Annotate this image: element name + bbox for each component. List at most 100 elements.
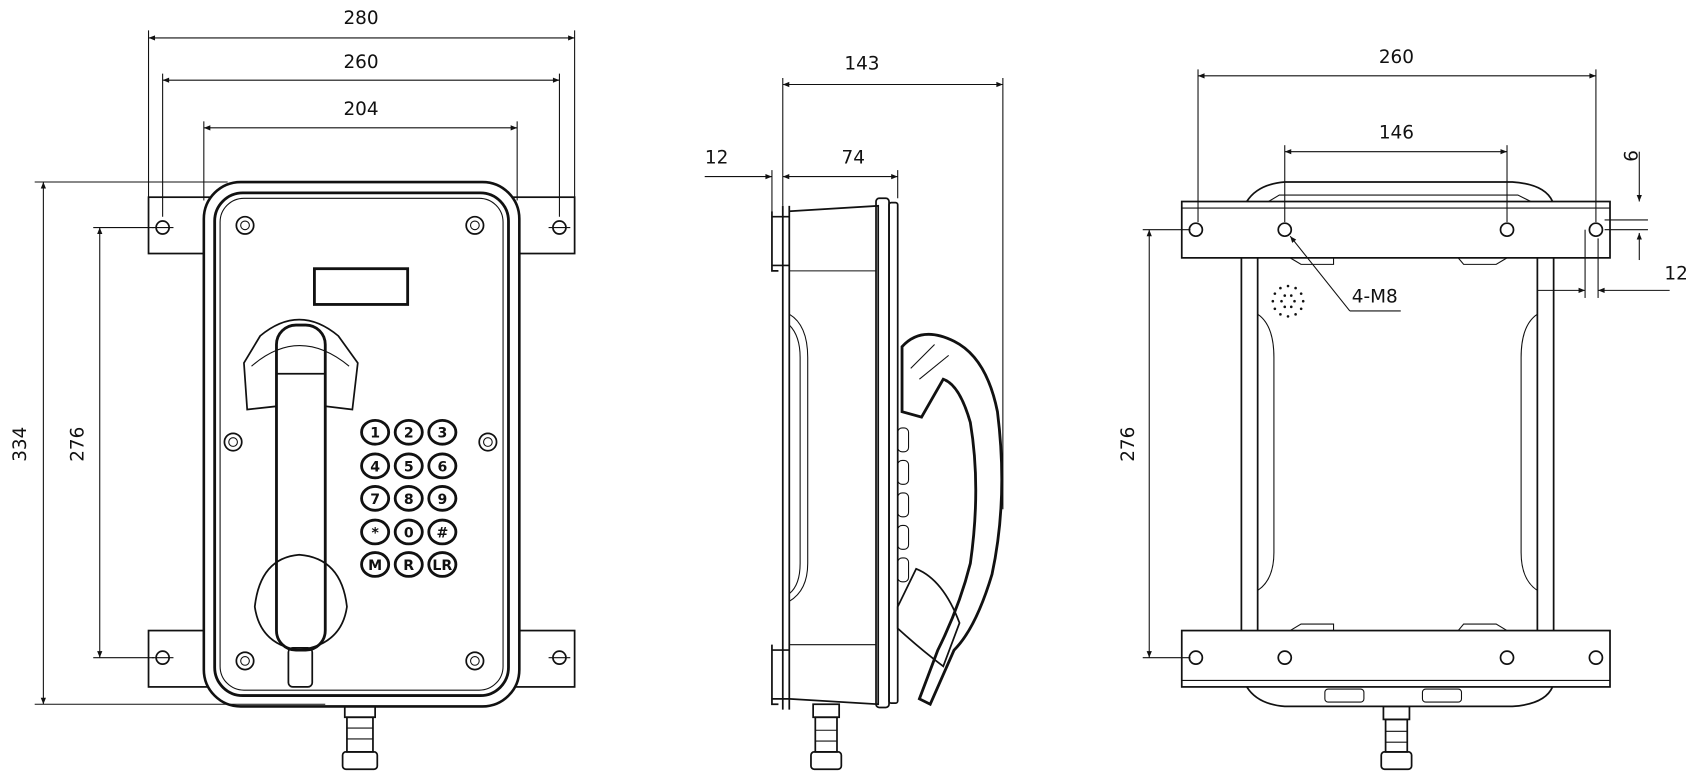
speaker-hole xyxy=(1294,313,1297,316)
screw-icon xyxy=(235,651,255,671)
keypad-key-4: 4 xyxy=(360,452,391,480)
keypad-key-label: 1 xyxy=(370,426,380,442)
speaker-hole xyxy=(1271,299,1275,303)
keypad-key-LR: LR xyxy=(427,551,458,578)
keypad-key-label: 3 xyxy=(437,426,447,442)
keypad-key-M: M xyxy=(360,551,391,578)
dimension-label: 146 xyxy=(1379,123,1414,144)
screw-icon xyxy=(465,651,485,671)
dimension-260: 260 xyxy=(162,52,560,217)
keypad-key-R: R xyxy=(393,551,424,578)
dimension-label: 260 xyxy=(343,52,378,73)
speaker-hole xyxy=(1279,313,1282,316)
keypad-key-5: 5 xyxy=(393,452,424,480)
keypad-key-label: R xyxy=(403,558,414,574)
handset xyxy=(243,318,359,688)
front-panel xyxy=(202,180,521,708)
rear-top-bracket xyxy=(1180,200,1611,259)
dimension-280: 280 xyxy=(147,8,576,198)
keypad-key-label: 7 xyxy=(370,492,380,508)
speaker-hole xyxy=(1286,315,1290,318)
keypad-key-2: 2 xyxy=(393,418,424,446)
keypad-key-label: M xyxy=(368,558,382,574)
dimension-334: 334 xyxy=(10,181,326,705)
keypad-key-label: 6 xyxy=(437,459,447,475)
speaker-hole xyxy=(1273,307,1277,311)
dimension-label: 276 xyxy=(1118,427,1139,462)
speaker-hole xyxy=(1289,294,1293,297)
rear-body xyxy=(1240,181,1555,708)
dimension-276: 276 xyxy=(67,226,154,659)
keypad: 1 2 3 4 5 6 7 8 9 * 0 # M R LR xyxy=(360,418,458,578)
screw-icon xyxy=(478,432,498,452)
keypad-key-7: 7 xyxy=(360,485,391,512)
hole-callout: 4-M8 xyxy=(1289,235,1401,312)
dimension-143: 143 xyxy=(782,53,1004,510)
keypad-key-1: 1 xyxy=(360,418,391,446)
keypad-key-label: 0 xyxy=(404,525,414,541)
screw-icon xyxy=(223,432,243,452)
speaker-hole xyxy=(1286,284,1290,288)
keypad-key-label: LR xyxy=(432,558,452,574)
keypad-key-label: 8 xyxy=(404,492,414,508)
dimension-label: 260 xyxy=(1379,47,1414,68)
rear-cable-gland xyxy=(1380,705,1413,771)
dimension-label: 12 xyxy=(705,148,728,169)
speaker-hole xyxy=(1273,292,1277,295)
speaker-grille-icon xyxy=(1271,284,1305,318)
side-cable-gland xyxy=(810,703,843,771)
keypad-key-label: # xyxy=(436,525,448,541)
dimension-label: 9 xyxy=(1619,150,1640,162)
panel-screws xyxy=(223,215,498,671)
dimension-74: 74 xyxy=(782,148,899,199)
side-view: 143 74 12 xyxy=(704,53,1004,771)
speaker-hole xyxy=(1280,299,1283,303)
speaker-hole xyxy=(1299,292,1303,295)
keypad-key-label: 4 xyxy=(370,459,380,475)
keypad-key-6: 6 xyxy=(427,452,458,480)
dimension-label: 143 xyxy=(844,53,879,74)
display-window xyxy=(313,267,410,306)
front-view: 1 2 3 4 5 6 7 8 9 * 0 # M R LR 280 260 204 334 xyxy=(10,8,576,771)
rear-bottom-bracket xyxy=(1180,629,1611,688)
keypad-key-label: 5 xyxy=(404,459,414,475)
keypad-key-label: 2 xyxy=(404,426,414,442)
speaker-hole xyxy=(1283,294,1287,297)
screw-icon xyxy=(235,215,255,235)
dimension-label: 12 xyxy=(1664,264,1687,285)
speaker-hole xyxy=(1293,299,1296,303)
keypad-key-label: 9 xyxy=(437,492,447,508)
speaker-hole xyxy=(1299,307,1303,311)
side-body xyxy=(788,197,899,709)
dimension-146: 146 xyxy=(1284,123,1508,223)
dimension-label: 276 xyxy=(67,427,88,462)
speaker-hole xyxy=(1289,305,1293,309)
screw-icon xyxy=(465,215,485,235)
dimension-label: 334 xyxy=(10,427,31,462)
keypad-key-9: 9 xyxy=(427,485,458,512)
dimension-260-rear: 260 xyxy=(1197,47,1597,223)
speaker-hole xyxy=(1279,286,1282,290)
side-handset xyxy=(896,333,1004,707)
keypad-key-label: * xyxy=(371,525,379,541)
dimension-label: 204 xyxy=(343,99,378,120)
side-keypad-buttons xyxy=(897,427,910,583)
hole-callout-label: 4-M8 xyxy=(1352,286,1398,307)
keypad-key-3: 3 xyxy=(427,418,458,446)
keypad-key-#: # xyxy=(427,518,458,546)
keypad-key-8: 8 xyxy=(393,485,424,512)
keypad-key-*: * xyxy=(360,518,391,546)
cable-gland xyxy=(341,705,379,771)
dimension-label: 280 xyxy=(343,8,378,29)
side-brackets xyxy=(771,205,791,710)
dimension-12-side: 12 xyxy=(704,148,773,212)
dimension-204: 204 xyxy=(203,99,518,201)
speaker-hole xyxy=(1301,299,1305,303)
speaker-hole xyxy=(1294,286,1297,290)
dimension-label: 74 xyxy=(842,148,865,169)
rear-view: 260 146 9 12 276 4-M8 xyxy=(1118,47,1688,771)
speaker-hole xyxy=(1283,305,1287,309)
dimension-12-rear: 12 xyxy=(1537,229,1688,298)
